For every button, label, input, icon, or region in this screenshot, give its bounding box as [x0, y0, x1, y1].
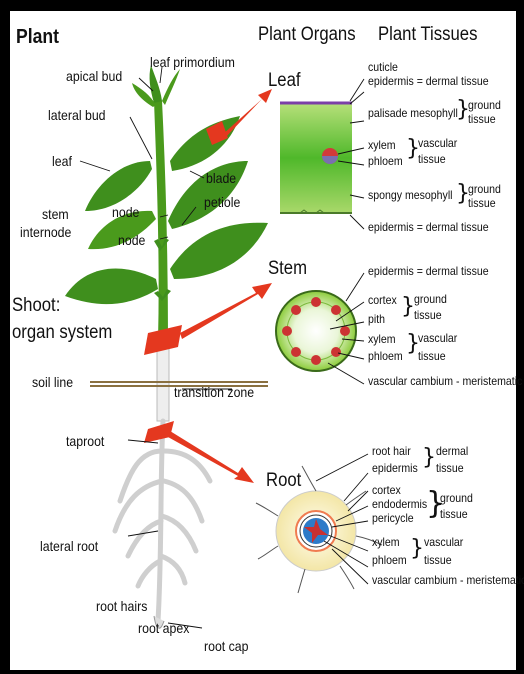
root-vascular-line2: tissue [424, 554, 452, 566]
leaf-epidermis-top-label: epidermis = dermal tissue [368, 75, 489, 87]
stem-ground-brace: } [401, 296, 415, 318]
leaf-palisade-label: palisade mesophyll [368, 107, 458, 119]
stem-cortex-label: cortex [368, 294, 397, 306]
root-vascular-brace: } [410, 538, 424, 560]
root-hair-label: root hair [372, 445, 411, 457]
leaf-ground2-line2: tissue [468, 197, 496, 209]
stem-vascular-line2: tissue [418, 350, 446, 362]
node-label-upper: node [112, 205, 139, 219]
root-pericycle-label: pericycle [372, 512, 414, 524]
stem-phloem-label: phloem [368, 350, 403, 362]
root-section-plane [144, 421, 174, 443]
organ-root-label: Root [266, 471, 301, 490]
stem-cross-section [276, 291, 356, 371]
stem-ground-line2: tissue [414, 309, 442, 321]
root-endodermis-label: endodermis [372, 498, 427, 510]
root-apex-label: root apex [138, 621, 189, 635]
leaf-cuticle-label: cuticle [368, 61, 398, 73]
stem-ground-line1: ground [414, 293, 447, 305]
node-label-lower: node [118, 233, 145, 247]
stem-arrow [180, 283, 272, 339]
leaf-primordium-label: leaf primordium [150, 55, 235, 69]
upper-right-leaf [170, 116, 240, 171]
root-xylem-label: xylem [372, 536, 400, 548]
root-cap-label: root cap [204, 639, 249, 653]
taproot-label: taproot [66, 434, 104, 448]
leaf-epidermis-bottom-label: epidermis = dermal tissue [368, 221, 489, 233]
stem-cambium-label: vascular cambium - meristematic [368, 375, 522, 387]
lateral-bud-label: lateral bud [48, 108, 106, 122]
lower-left-leaf [65, 269, 158, 305]
leaf-xylem-label: xylem [368, 139, 396, 151]
leaf-ground1-line1: ground [468, 99, 501, 111]
leaf-arrow [222, 89, 272, 139]
petiole-label: petiole [204, 195, 240, 209]
internode-label: internode [20, 225, 71, 239]
plant-title: Plant [16, 27, 59, 47]
root-phloem-label: phloem [372, 554, 407, 566]
stem-label: stem [42, 207, 69, 221]
plant-organs-title: Plant Organs [258, 25, 356, 44]
soil-line-label: soil line [32, 375, 73, 389]
stem-epidermis-label: epidermis = dermal tissue [368, 265, 489, 277]
leaf-ground1-line2: tissue [468, 113, 496, 125]
organ-system-label: organ system [12, 323, 112, 342]
root-epidermis-label: epidermis [372, 462, 418, 474]
root-cambium-label: vascular cambium - meristematic [372, 574, 524, 586]
leaf-cross-section [280, 103, 352, 213]
leaf-label: leaf [52, 154, 72, 168]
root-arrow [168, 431, 254, 483]
blade-label: blade [206, 171, 236, 185]
diagram-panel: Plant Plant Organs Plant Tissues apical … [10, 11, 516, 670]
root-dermal-line2: tissue [436, 462, 464, 474]
plant-tissues-title: Plant Tissues [378, 25, 477, 44]
organ-leaf-label: Leaf [268, 71, 301, 90]
root-vascular-line1: vascular [424, 536, 463, 548]
transition-zone-label: transition zone [174, 385, 254, 399]
lateral-root-label: lateral root [40, 539, 98, 553]
root-ground-line1: ground [440, 492, 473, 504]
leaf-vascular-line1: vascular [418, 137, 457, 149]
stem-xylem-label: xylem [368, 333, 396, 345]
organ-stem-label: Stem [268, 259, 307, 278]
main-stem [154, 101, 168, 341]
root-cortex-label: cortex [372, 484, 401, 496]
root-hairs-label: root hairs [96, 599, 147, 613]
apical-bud-label: apical bud [66, 69, 122, 83]
root-ground-line2: tissue [440, 508, 468, 520]
leaf-ground2-line1: ground [468, 183, 501, 195]
stem-vascular-line1: vascular [418, 332, 457, 344]
stem-section-plane [144, 325, 182, 355]
stem-pith-label: pith [368, 313, 385, 325]
leaf-spongy-label: spongy mesophyll [368, 189, 453, 201]
leaf-vascular-line2: tissue [418, 153, 446, 165]
root-dermal-line1: dermal [436, 445, 468, 457]
root-dermal-brace: } [422, 447, 436, 469]
shoot-label: Shoot: [12, 296, 60, 315]
apical-bud-shape [150, 65, 162, 103]
leaf-phloem-label: phloem [368, 155, 403, 167]
lower-right-leaf [170, 223, 268, 279]
